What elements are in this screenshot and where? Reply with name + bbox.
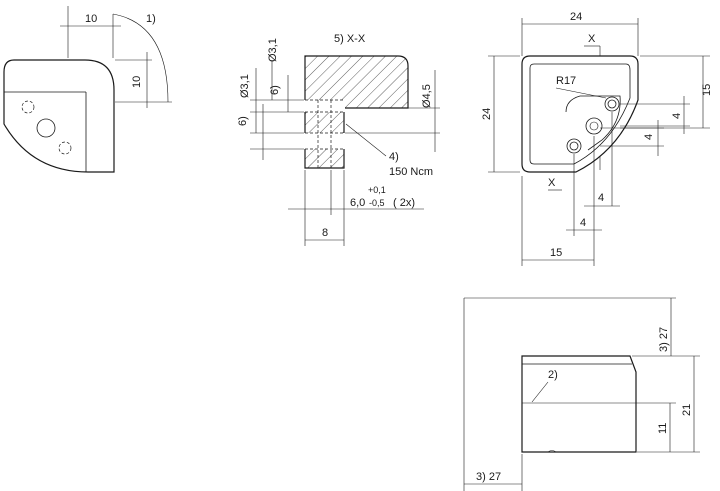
tolerance-minus: -0,5 — [369, 198, 385, 208]
dim-label: 3) 27 — [658, 327, 670, 352]
section-marker: X — [588, 33, 596, 45]
mount-hole-inner — [569, 141, 579, 151]
nominal-label: 6,0 — [350, 197, 365, 209]
bottom-right-view: 3) 27 21 11 2) 3) 27 — [463, 297, 700, 491]
note-label: 4) — [389, 151, 399, 163]
dim-label: 24 — [481, 108, 493, 120]
leader — [531, 381, 549, 403]
dim-label: 8 — [322, 227, 328, 239]
dim-label: 15 — [701, 84, 713, 96]
dim-label: 11 — [657, 423, 669, 434]
dim-label: Ø3,1 — [239, 74, 251, 98]
tolerance-plus: +0,1 — [368, 185, 386, 195]
dim-label: 4 — [580, 217, 586, 229]
corner-part-outline — [3, 59, 115, 173]
note-label: 2) — [548, 369, 558, 381]
torque-label: 150 Ncm — [389, 166, 433, 178]
dim-label: 15 — [550, 247, 562, 259]
radius-label: R17 — [556, 75, 576, 87]
mount-hole-inner — [607, 99, 617, 109]
top-left-view: 10 1) 10 — [3, 6, 172, 173]
center-hole-inner — [589, 121, 599, 131]
dim-label: 10 — [85, 13, 97, 25]
note-arc — [112, 13, 169, 103]
dim-label: 6) — [269, 85, 281, 95]
section-view: 5) X-X Ø3,1 6) Ø3,1 6) Ø4,5 4) — [237, 33, 440, 246]
leader — [555, 87, 607, 99]
section-marker: X — [548, 177, 556, 189]
dim-label: 24 — [570, 11, 582, 23]
top-right-view: 24 X R17 24 15 4 4 X — [481, 11, 713, 266]
dim-label: Ø4,5 — [421, 84, 433, 108]
dim-label: 6) — [237, 116, 249, 126]
hole-bore — [304, 133, 345, 149]
dim-label: 21 — [681, 404, 693, 416]
dim-label: 10 — [131, 76, 143, 88]
center-hole — [585, 117, 603, 135]
inner-radius-arc — [565, 95, 621, 151]
dashed-hole — [58, 141, 72, 155]
dim-label: 3) 27 — [476, 471, 501, 483]
dim-label: Ø3,1 — [267, 38, 279, 62]
leader — [345, 123, 387, 157]
mount-hole — [604, 96, 620, 112]
part-outline — [521, 55, 639, 173]
note-label: 1) — [146, 13, 156, 25]
dim-label: 4 — [643, 134, 655, 140]
bottom-notch — [547, 450, 557, 453]
dim-label: 4 — [671, 113, 683, 119]
center-hole — [36, 118, 56, 138]
dashed-hole — [21, 100, 35, 114]
side-view-outline — [521, 355, 637, 453]
section-title: 5) X-X — [334, 33, 366, 45]
mount-hole — [566, 138, 582, 154]
hole-bore — [304, 100, 345, 112]
count-label: ( 2x) — [393, 197, 415, 209]
dim-label: 4 — [598, 192, 604, 204]
